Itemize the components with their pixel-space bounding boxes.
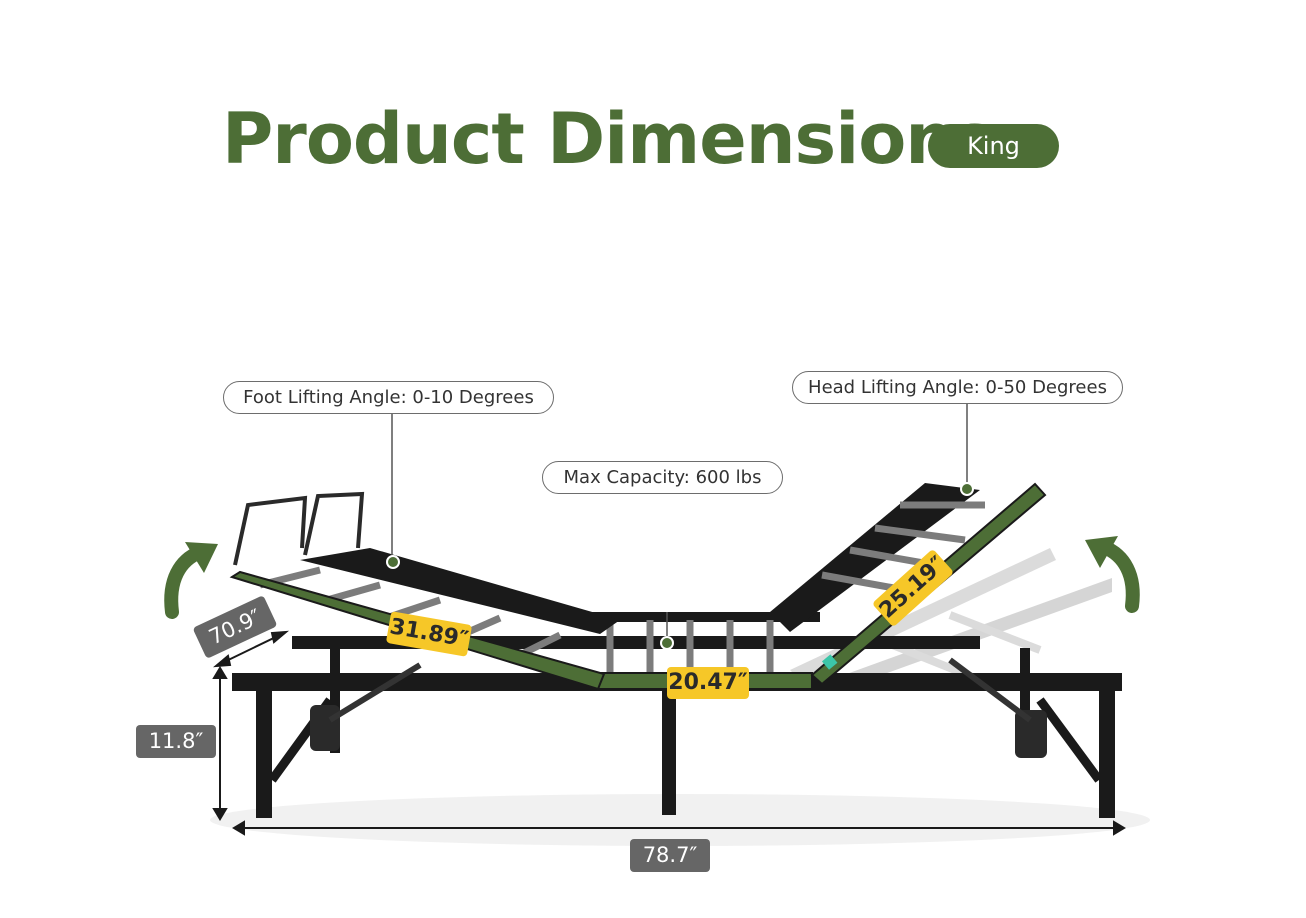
- foot-angle-callout: Foot Lifting Angle: 0-10 Degrees: [223, 381, 554, 414]
- height-dimension-label: 11.8″: [136, 725, 216, 758]
- page-title: Product Dimensions: [222, 98, 996, 180]
- dimension-lines: [212, 630, 1126, 836]
- middle-deck: [560, 612, 820, 672]
- curved-up-arrow-icon: [164, 542, 218, 619]
- head-hinge-marker: [821, 654, 838, 670]
- frame-legs: [256, 648, 1115, 818]
- motor-right: [948, 657, 1047, 758]
- length-dimension-label: 78.7″: [630, 839, 710, 872]
- size-badge: King: [928, 124, 1059, 168]
- middle-segment-label: 20.47″: [667, 667, 749, 699]
- curved-up-arrow-icon: [1085, 536, 1140, 613]
- floor-shadow: [210, 794, 1150, 846]
- head-angle-callout: Head Lifting Angle: 0-50 Degrees: [792, 371, 1123, 404]
- leg-braces: [268, 697, 1103, 783]
- motor-left: [310, 662, 422, 751]
- max-capacity-callout: Max Capacity: 600 lbs: [542, 461, 783, 494]
